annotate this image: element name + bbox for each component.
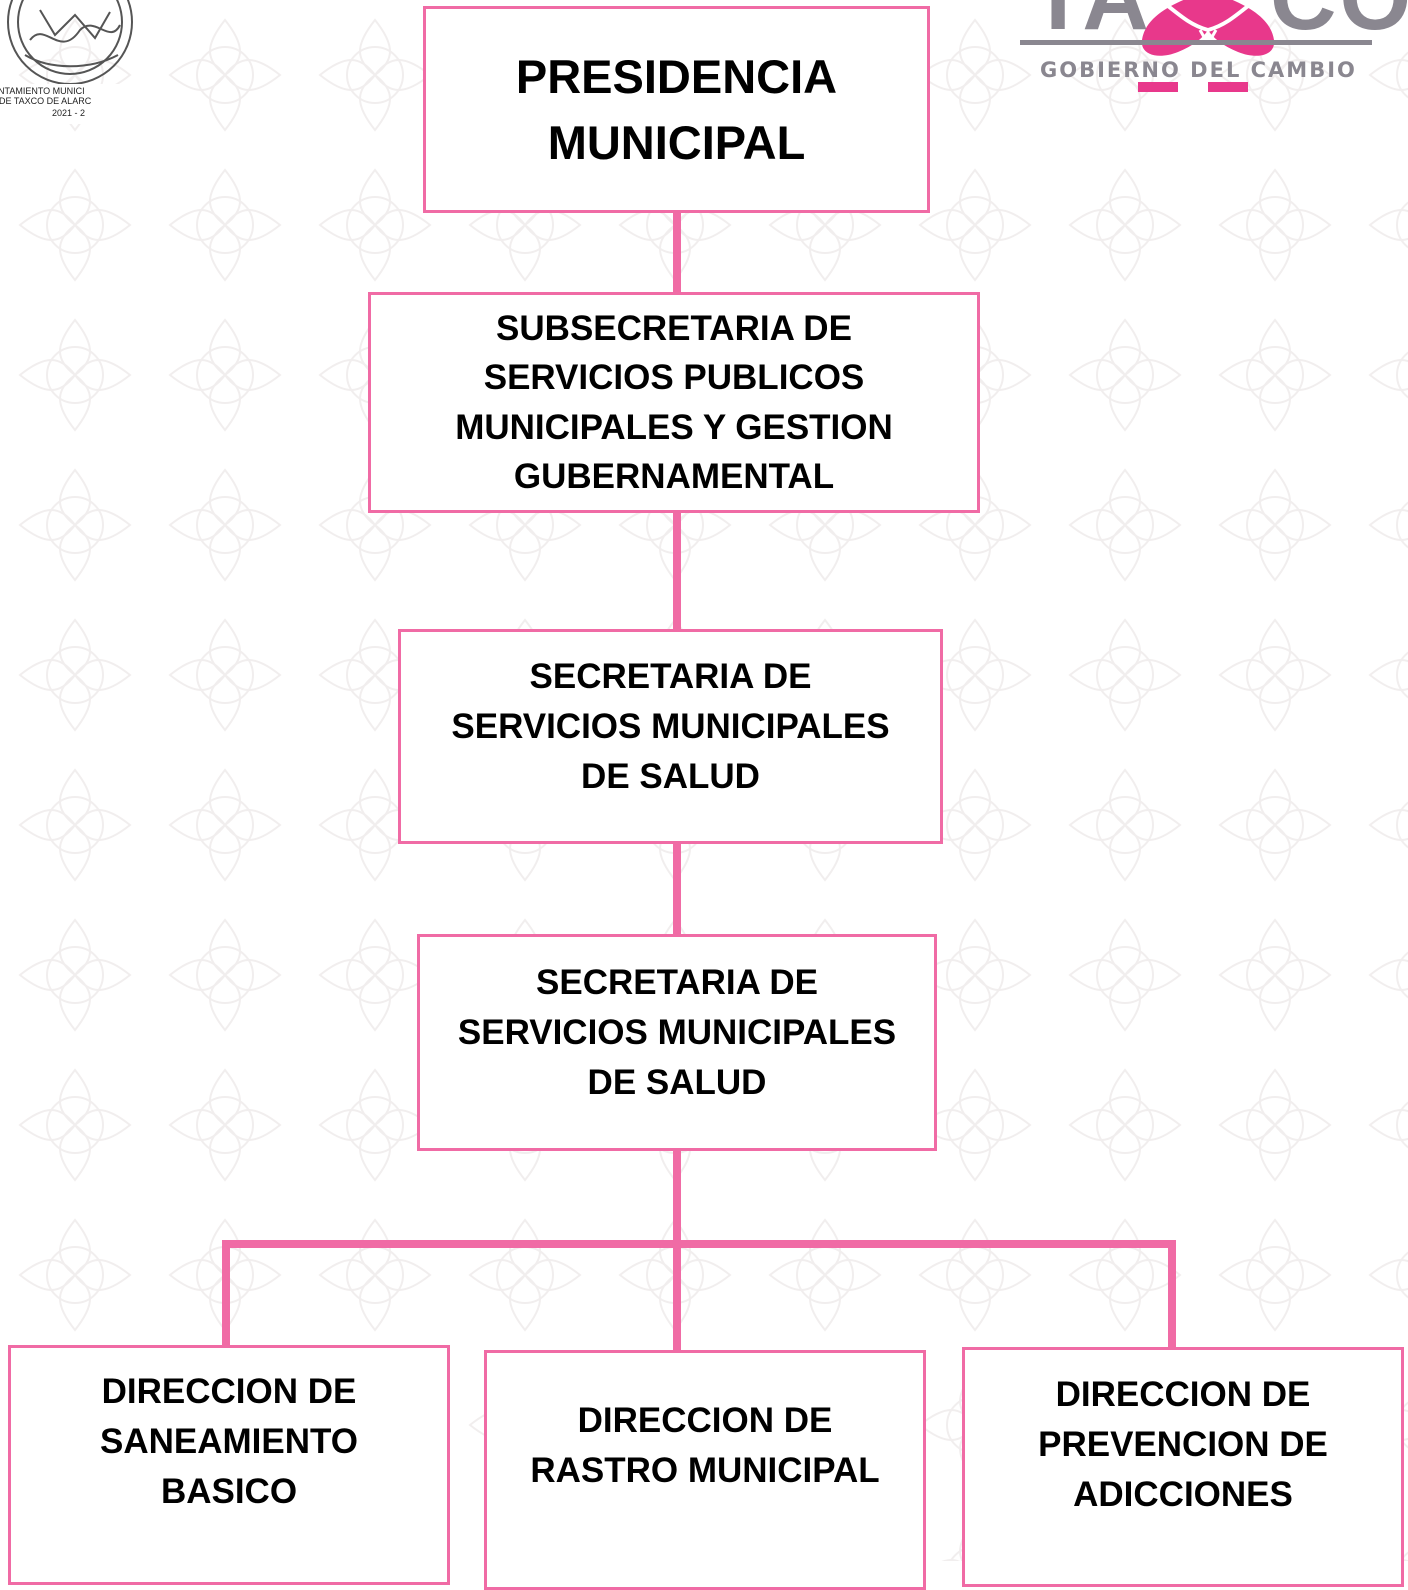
taxco-flower-icon — [1020, 0, 1372, 92]
node-line: DE SALUD — [587, 1063, 767, 1102]
node-line: BASICO — [160, 1472, 298, 1511]
node-line: PRESIDENCIA — [515, 49, 838, 103]
seal-caption-line-1: NTAMIENTO MUNICI — [0, 86, 85, 96]
node-line: PREVENCION DE — [1038, 1425, 1328, 1464]
brand-tagline: GOBIERNO DEL CAMBIO — [1040, 58, 1357, 82]
seal-caption-line-3: 2021 - 2 — [52, 108, 86, 118]
node-line: MUNICIPALES Y GESTION — [455, 407, 893, 447]
node-line: SECRETARIA DE — [536, 963, 818, 1002]
node-subsecretaria-servicios-publicos: SUBSECRETARIA DE SERVICIOS PUBLICOS MUNI… — [368, 292, 980, 513]
node-line: SERVICIOS MUNICIPALES — [451, 707, 890, 746]
brand-letters-left: TA — [1030, 0, 1152, 51]
node-line: SERVICIOS PUBLICOS — [483, 358, 865, 397]
node-line: DIRECCION DE — [1055, 1375, 1311, 1414]
node-presidencia-municipal: PRESIDENCIA MUNICIPAL — [423, 6, 930, 213]
node-line: DIRECCION DE — [101, 1372, 357, 1411]
node-line: SANEAMIENTO — [100, 1422, 358, 1461]
node-line: SERVICIOS MUNICIPALES — [457, 1013, 897, 1052]
coat-of-arms-seal-icon — [0, 0, 180, 124]
node-secretaria-salud-1: SECRETARIA DE SERVICIOS MUNICIPALES DE S… — [398, 629, 943, 844]
node-direccion-rastro-municipal: DIRECCION DE RASTRO MUNICIPAL — [484, 1350, 926, 1590]
node-secretaria-salud-2: SECRETARIA DE SERVICIOS MUNICIPALES DE S… — [417, 934, 937, 1151]
node-direccion-saneamiento-basico: DIRECCION DE SANEAMIENTO BASICO — [8, 1345, 450, 1585]
node-line: ADICCIONES — [1073, 1475, 1293, 1514]
node-line: SECRETARIA DE — [529, 657, 812, 696]
node-line: DIRECCION DE — [577, 1401, 833, 1440]
node-line: GUBERNAMENTAL — [513, 457, 835, 496]
node-line: SUBSECRETARIA DE — [496, 308, 852, 348]
node-line: MUNICIPAL — [547, 115, 806, 169]
node-line: RASTRO MUNICIPAL — [530, 1451, 880, 1490]
node-line: DE SALUD — [581, 757, 760, 796]
seal-caption-line-2: DE TAXCO DE ALARC — [0, 96, 92, 106]
brand-letters-right: CO — [1270, 0, 1408, 51]
node-direccion-prevencion-adicciones: DIRECCION DE PREVENCION DE ADICCIONES — [962, 1347, 1404, 1587]
